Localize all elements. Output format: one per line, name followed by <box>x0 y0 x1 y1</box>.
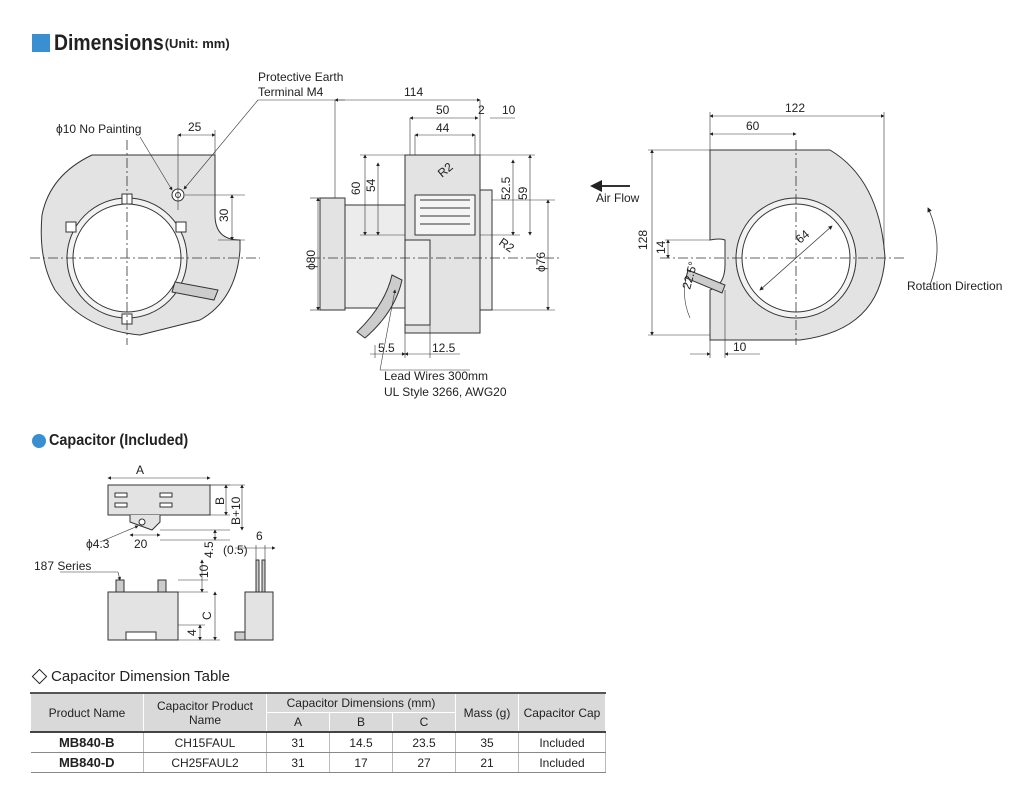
cell-c: 23.5 <box>392 731 456 753</box>
cell-cap: Included <box>518 731 606 753</box>
cell-a: 31 <box>266 731 330 753</box>
dim-r2-bottom: R2 <box>496 235 517 255</box>
cap-dim-4-5: 4.5 <box>202 541 216 558</box>
dim-52-5: 52.5 <box>499 176 513 200</box>
dim-2: 2 <box>478 103 485 117</box>
th-mass: Mass (g) <box>455 692 519 733</box>
series-label: 187 Series <box>34 559 91 573</box>
cell-a: 31 <box>266 752 330 773</box>
page-title: Dimensions (Unit: mm) <box>32 30 230 56</box>
diamond-bullet-icon <box>31 668 48 685</box>
lead-label-1: Lead Wires 300mm <box>384 369 488 383</box>
th-cap: Capacitor Cap <box>518 692 606 733</box>
dim-12-5: 12.5 <box>432 341 456 355</box>
dim-25: 25 <box>188 120 202 134</box>
dim-54: 54 <box>364 178 378 192</box>
title-unit: (Unit: mm) <box>164 35 230 51</box>
dim-10-back: 10 <box>733 340 747 354</box>
dim-59: 59 <box>516 186 530 200</box>
dim-44: 44 <box>436 121 450 135</box>
table-row: MB840-D CH25FAUL2 31 17 27 21 Included <box>30 752 606 773</box>
side-view <box>310 98 560 371</box>
cell-cap-product: CH15FAUL <box>143 731 267 753</box>
th-cap-product: Capacitor Product Name <box>143 692 267 733</box>
th-b: B <box>329 712 393 733</box>
cap-dim-A: A <box>136 463 144 477</box>
capacitor-heading: Capacitor (Included) <box>32 432 204 450</box>
th-c: C <box>392 712 456 733</box>
cap-dim-20: 20 <box>134 537 148 551</box>
cap-dim-4: 4 <box>185 629 199 636</box>
table-row: MB840-B CH15FAUL 31 14.5 23.5 35 Include… <box>30 731 606 753</box>
rotation-label: Rotation Direction <box>907 279 1002 293</box>
back-view <box>590 112 938 358</box>
dim-phi80: ϕ80 <box>304 250 318 270</box>
dim-phi76: ϕ76 <box>534 252 548 272</box>
th-a: A <box>266 712 330 733</box>
pe-label-1: Protective Earth <box>258 70 343 84</box>
cap-dim-10: 10 <box>197 564 211 578</box>
air-flow-label: Air Flow <box>596 191 640 205</box>
cap-dim-C: C <box>200 611 214 620</box>
title-text: Dimensions <box>54 30 164 55</box>
capacitor-drawing: A B B+10 ϕ4.3 20 4.5 (0.5) 6 187 Series … <box>34 463 276 641</box>
cap-dim-B10: B+10 <box>229 496 243 525</box>
dim-50: 50 <box>436 103 450 117</box>
capacitor-title: Capacitor (Included) <box>49 432 189 449</box>
dim-114: 114 <box>404 85 423 99</box>
cap-dim-B: B <box>213 497 227 505</box>
th-cap-dims: Capacitor Dimensions (mm) <box>266 692 456 713</box>
no-painting-label: ϕ10 No Painting <box>56 122 141 136</box>
cap-dim-6: 6 <box>256 529 263 543</box>
cell-b: 17 <box>329 752 393 773</box>
dim-30: 30 <box>217 208 231 222</box>
dim-60: 60 <box>349 181 363 195</box>
table-heading: Capacitor Dimension Table <box>30 668 230 685</box>
cell-mass: 35 <box>455 731 519 753</box>
dimension-drawings: ϕ10 No Painting Protective Earth Termina… <box>30 70 1002 399</box>
dim-10: 10 <box>502 103 516 117</box>
cell-cap: Included <box>518 752 606 773</box>
lead-label-2: UL Style 3266, AWG20 <box>384 385 507 399</box>
cell-mass: 21 <box>455 752 519 773</box>
cell-b: 14.5 <box>329 731 393 753</box>
dim-128: 128 <box>636 230 650 250</box>
title-square-icon <box>32 34 50 52</box>
cap-dim-0-5: (0.5) <box>223 543 248 557</box>
cap-dim-phi4-3: ϕ4.3 <box>86 537 110 551</box>
capacitor-dimension-table: Product Name Capacitor Product Name Capa… <box>30 692 606 773</box>
cell-product: MB840-D <box>30 752 144 773</box>
dim-122: 122 <box>785 101 805 115</box>
pe-label-2: Terminal M4 <box>258 85 324 99</box>
cell-cap-product: CH25FAUL2 <box>143 752 267 773</box>
th-product: Product Name <box>30 692 144 733</box>
cell-c: 27 <box>392 752 456 773</box>
dim-60-back: 60 <box>746 119 760 133</box>
table-title: Capacitor Dimension Table <box>51 668 230 685</box>
dim-5-5: 5.5 <box>378 341 395 355</box>
circle-bullet-icon <box>32 434 46 448</box>
front-view <box>30 99 345 345</box>
dim-14: 14 <box>654 240 668 254</box>
cell-product: MB840-B <box>30 731 144 753</box>
